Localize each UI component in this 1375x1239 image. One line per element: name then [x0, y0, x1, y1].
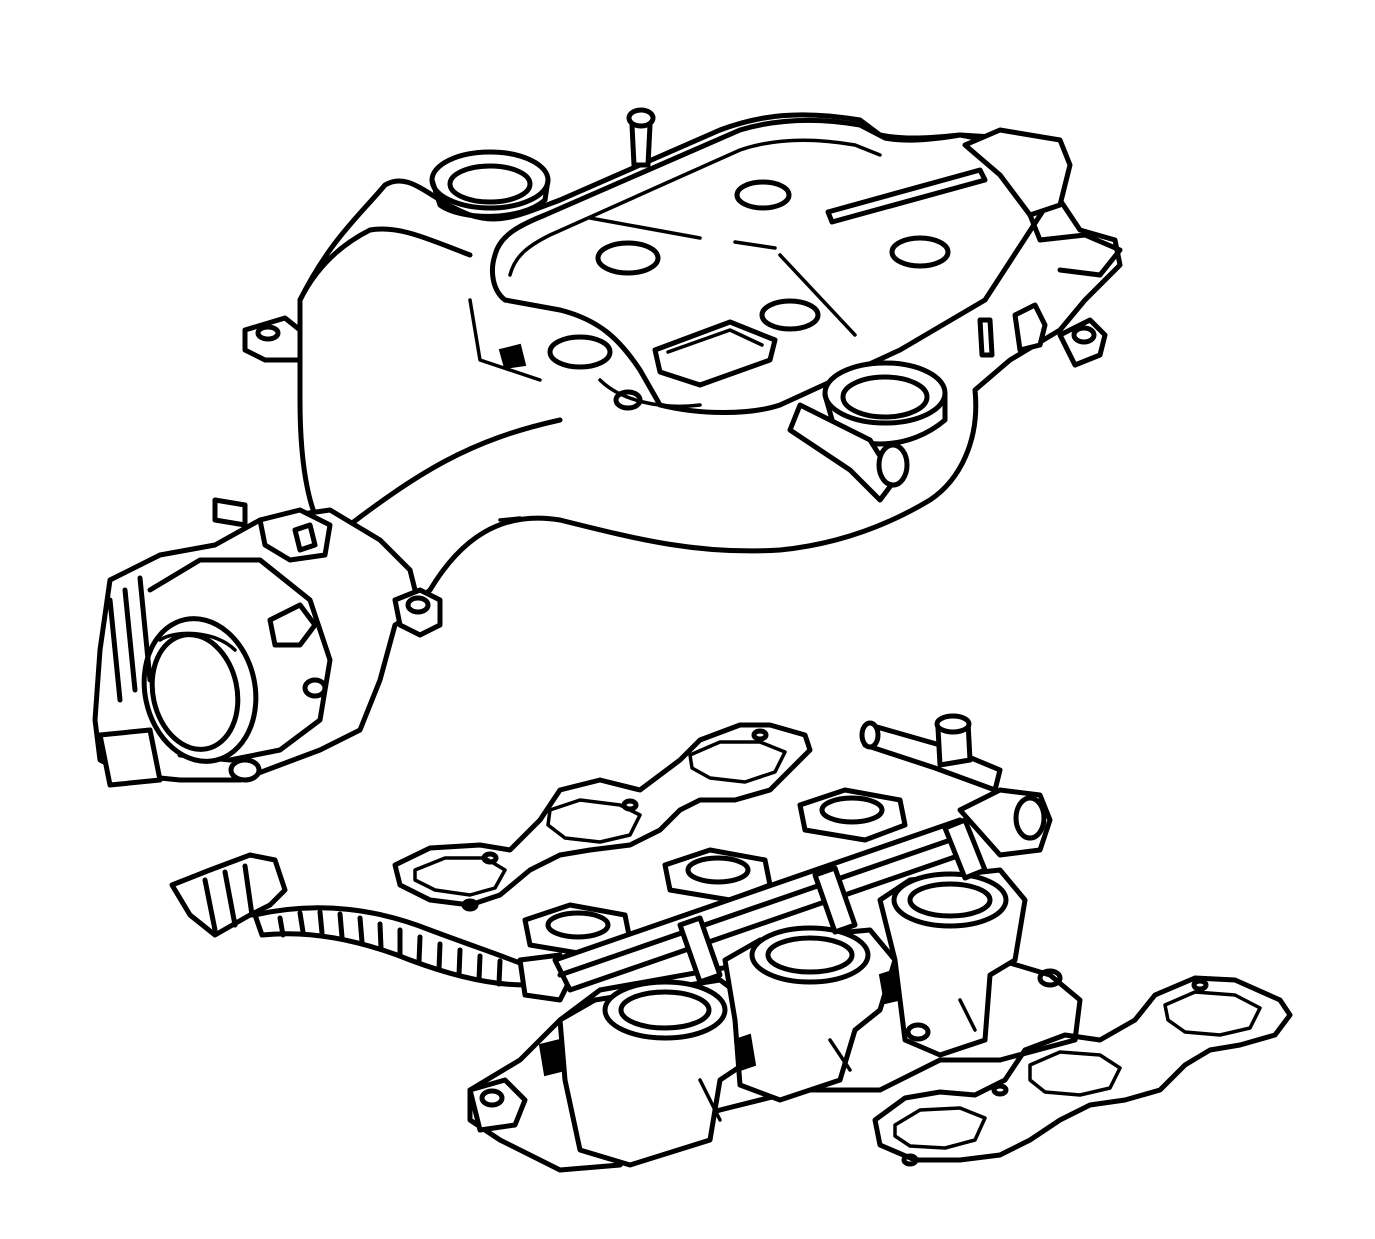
lower-manifold-gasket-right — [872, 975, 1293, 1167]
upper-intake-manifold — [242, 107, 1123, 623]
throttle-body — [92, 497, 443, 788]
wiring-harness — [169, 852, 573, 1003]
fuel-rail — [552, 713, 1053, 993]
lower-manifold-gasket-left — [392, 722, 813, 912]
lower-intake-manifold — [467, 787, 1083, 1173]
